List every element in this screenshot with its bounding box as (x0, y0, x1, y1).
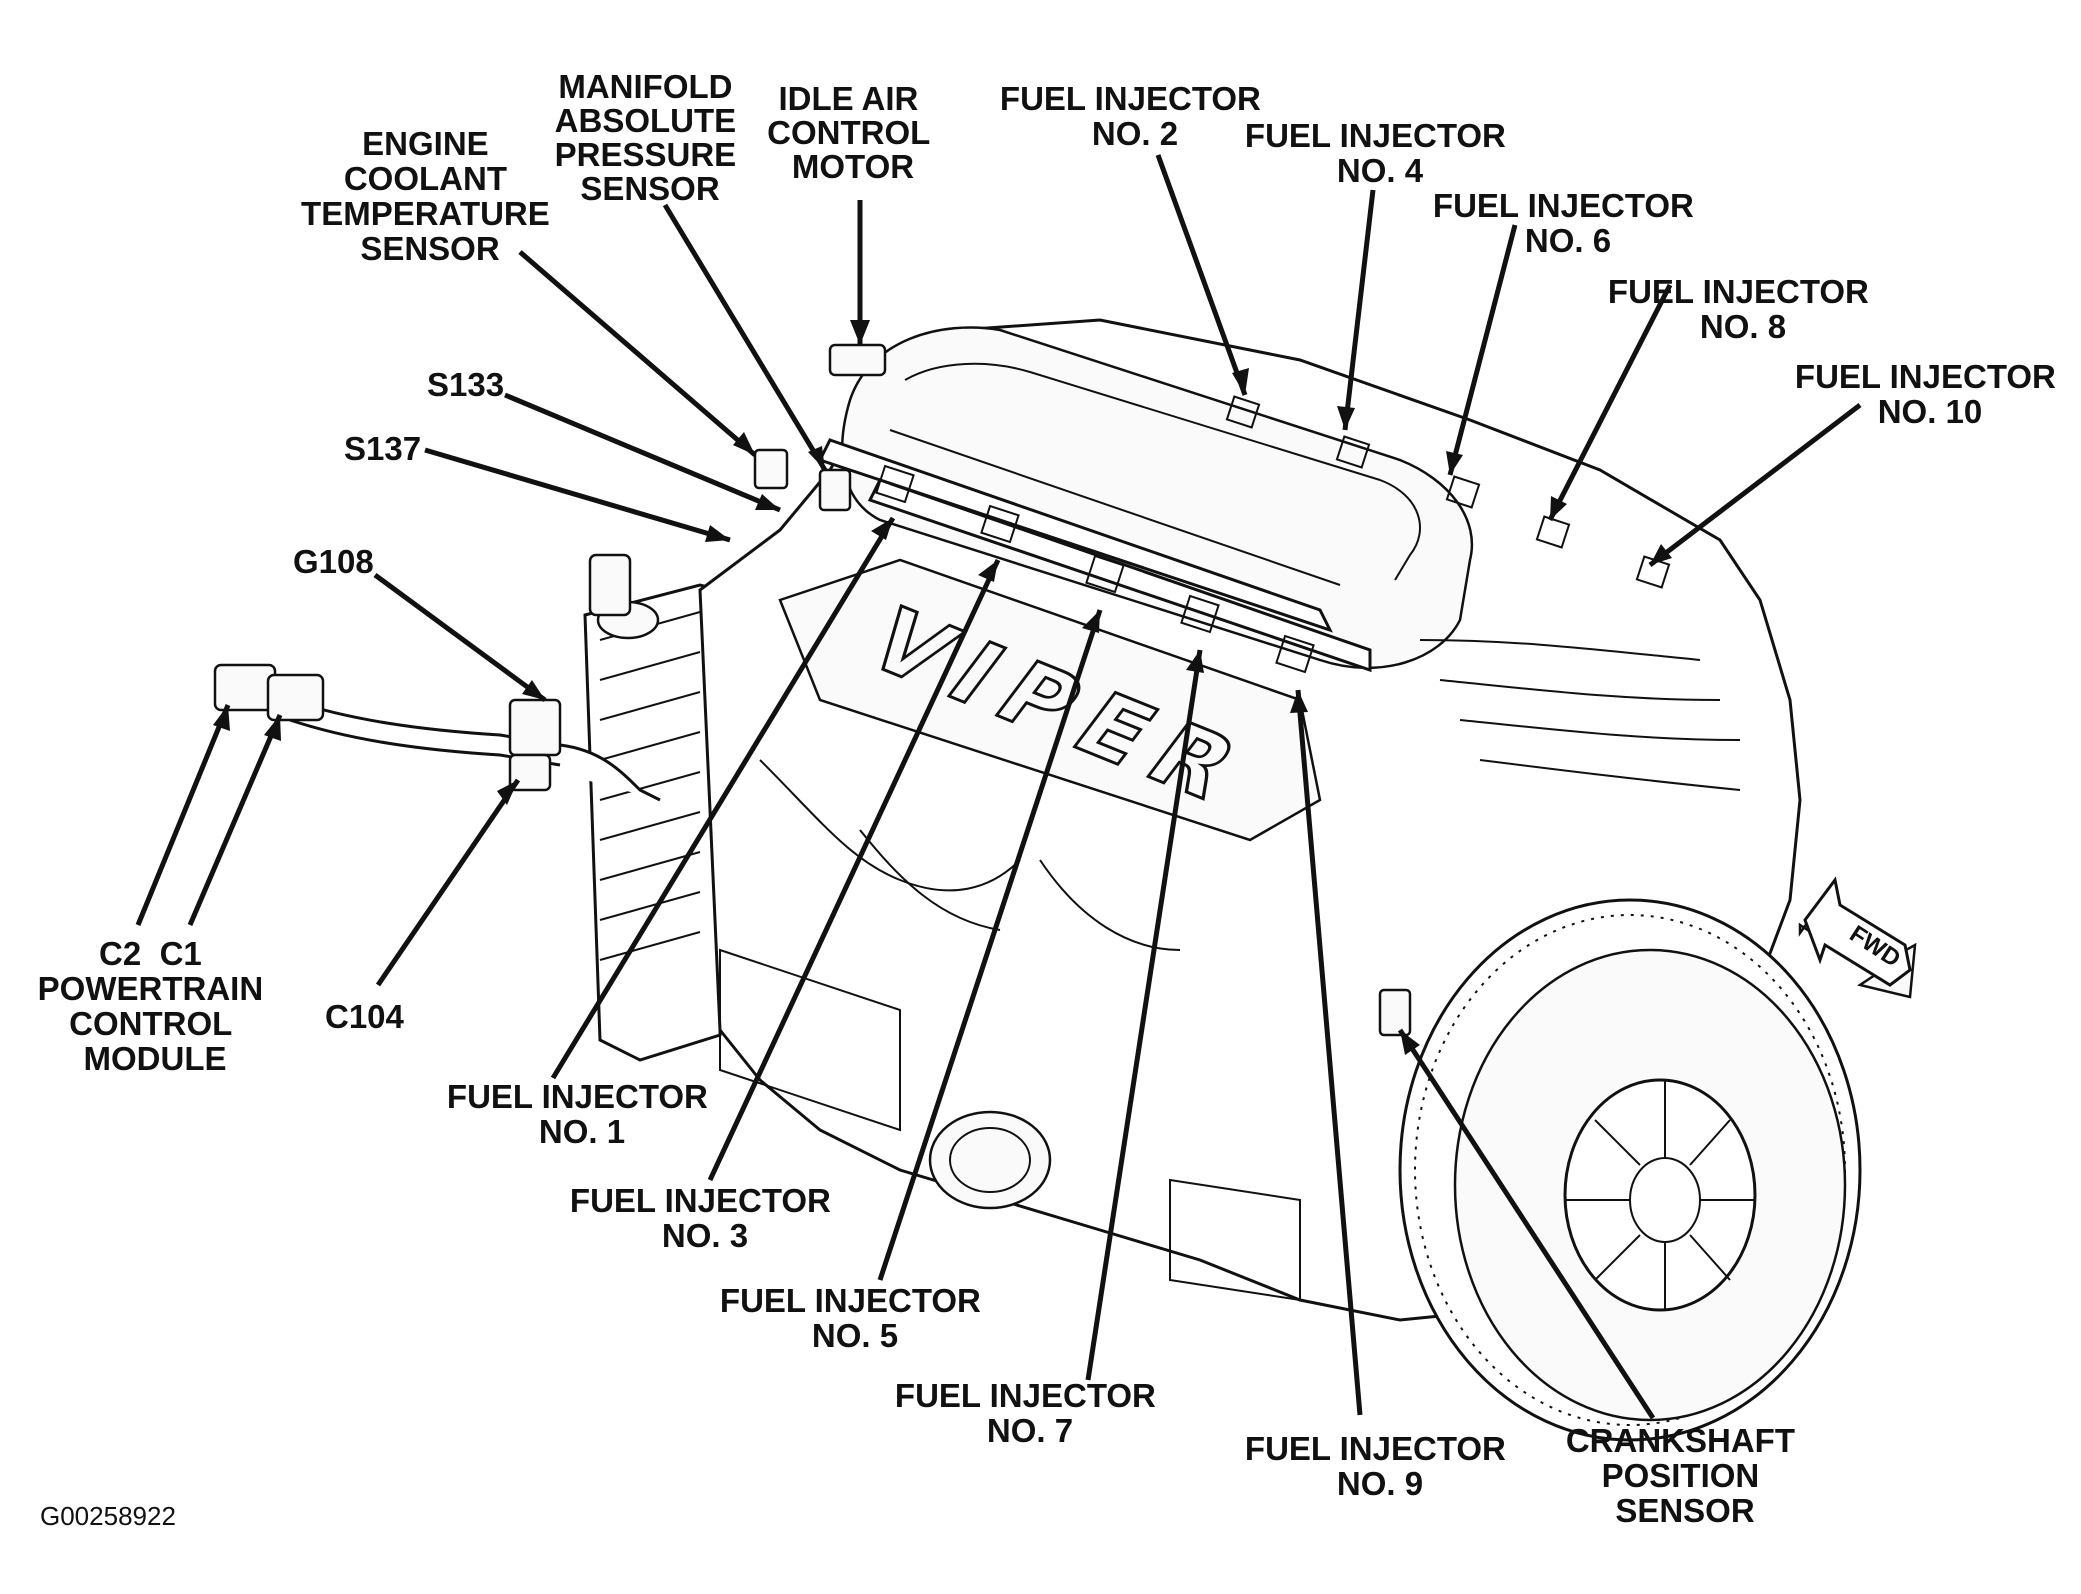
label-engine-coolant-temperature-sensor: ENGINE COOLANT TEMPERATURE SENSOR (301, 125, 559, 267)
arrowheads (213, 320, 1672, 1055)
label-fuel-injector-5: FUEL INJECTOR NO. 5 (720, 1282, 990, 1354)
leader-map-sensor (662, 203, 828, 472)
leader-fuel-injector-9 (1295, 689, 1363, 1416)
label-manifold-absolute-pressure-sensor: MANIFOLD ABSOLUTE PRESSURE SENSOR (555, 68, 746, 207)
label-g108: G108 (293, 543, 374, 580)
leader-g108 (373, 572, 547, 703)
leader-c104 (375, 778, 521, 987)
label-c104: C104 (325, 998, 405, 1035)
labels: ENGINE COOLANT TEMPERATURE SENSOR MANIFO… (38, 68, 2065, 1531)
leader-c1 (187, 714, 283, 926)
label-fuel-injector-7: FUEL INJECTOR NO. 7 (895, 1377, 1165, 1449)
label-powertrain-control-module: C2 C1 POWERTRAIN CONTROL MODULE (38, 935, 273, 1077)
label-fuel-injector-8: FUEL INJECTOR NO. 8 (1608, 273, 1878, 345)
label-fuel-injector-6: FUEL INJECTOR NO. 6 (1433, 187, 1703, 259)
label-crankshaft-position-sensor: CRANKSHAFT POSITION SENSOR (1566, 1422, 1804, 1529)
leader-c2 (135, 704, 231, 926)
label-fuel-injector-9: FUEL INJECTOR NO. 9 (1245, 1430, 1515, 1502)
leader-fuel-injector-1 (550, 516, 896, 1080)
leader-fuel-injector-5 (877, 609, 1103, 1281)
leader-s133 (504, 392, 781, 513)
label-fuel-injector-1: FUEL INJECTOR NO. 1 (447, 1078, 717, 1150)
leader-fuel-injector-3 (707, 558, 1001, 1182)
leader-fuel-injector-8 (1547, 283, 1673, 522)
leader-fuel-injector-6 (1447, 224, 1518, 476)
flywheel (1398, 898, 1862, 1442)
leader-fuel-injector-4 (1342, 189, 1376, 431)
label-fuel-injector-3: FUEL INJECTOR NO. 3 (570, 1182, 840, 1254)
label-fuel-injector-2: FUEL INJECTOR NO. 2 (1000, 80, 1270, 152)
leader-fuel-injector-7 (1085, 649, 1203, 1381)
label-s133: S133 (427, 366, 504, 403)
leader-ect-sensor (518, 250, 757, 457)
label-fuel-injector-10: FUEL INJECTOR NO. 10 (1795, 358, 2065, 430)
fwd-arrow: FWD (1798, 876, 1917, 999)
leader-s137 (424, 447, 731, 543)
leader-fuel-injector-10 (1648, 403, 1862, 567)
label-idle-air-control-motor: IDLE AIR CONTROL MOTOR (767, 80, 939, 185)
label-s137: S137 (344, 430, 421, 467)
engine-illustration: VIPER (213, 318, 1862, 1442)
leader-crankshaft-sensor (1397, 1028, 1656, 1420)
leader-lines (135, 154, 1862, 1420)
figure-code: G00258922 (40, 1501, 176, 1531)
leader-fuel-injector-2 (1155, 154, 1248, 396)
label-fuel-injector-4: FUEL INJECTOR NO. 4 (1245, 117, 1515, 189)
